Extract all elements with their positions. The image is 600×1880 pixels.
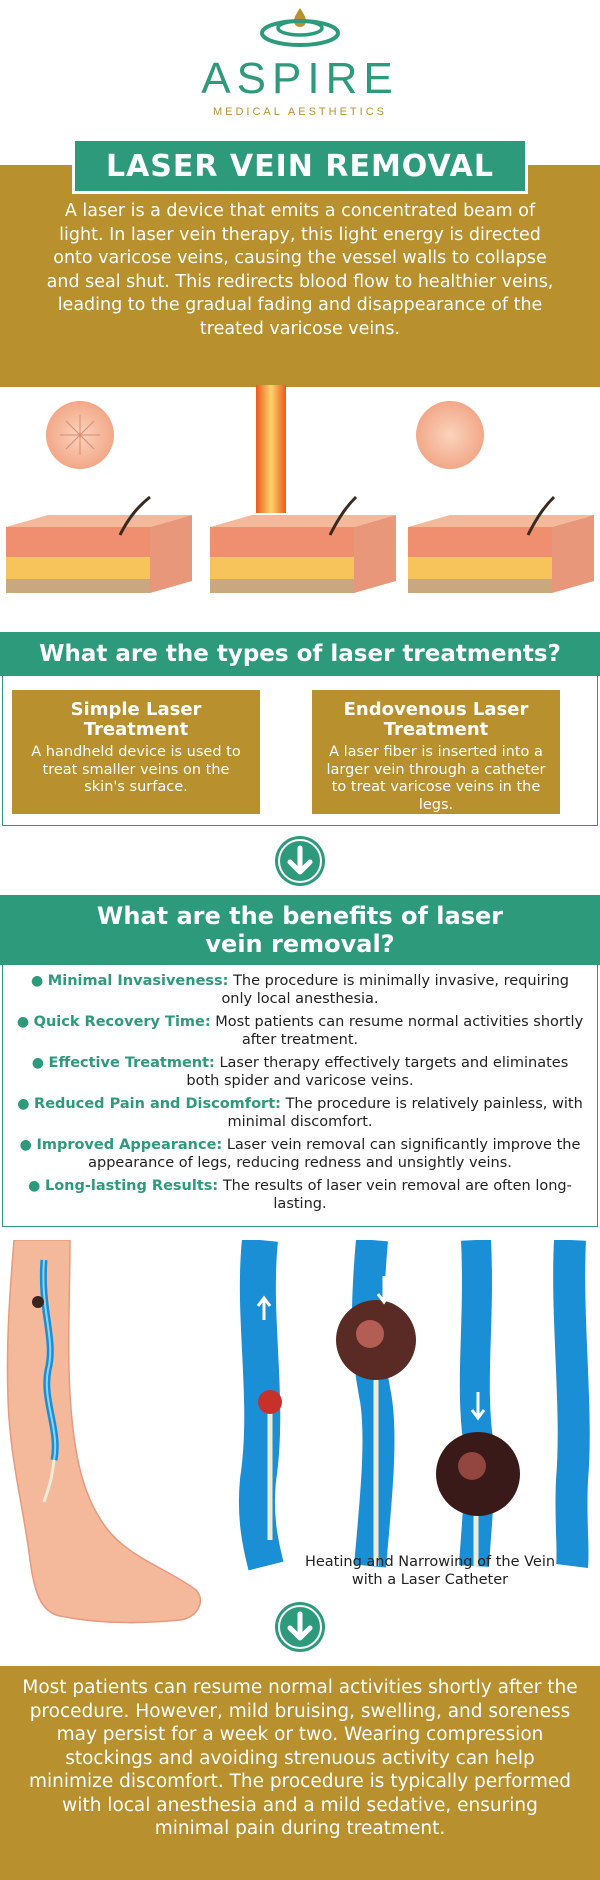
- skin-block-during: [210, 495, 396, 593]
- benefit-title: Effective Treatment:: [48, 1055, 215, 1071]
- benefit-title: Minimal Invasiveness:: [47, 973, 229, 989]
- brand-tagline: MEDICAL AESTHETICS: [212, 106, 387, 118]
- bullet-icon: ●: [30, 973, 44, 989]
- benefit-text: The procedure is minimally invasive, req…: [221, 973, 570, 1007]
- down-arrow-icon: [275, 1602, 325, 1652]
- bullet-icon: ●: [28, 1178, 41, 1194]
- endovenous-laser-card: Endovenous Laser Treatment A laser fiber…: [312, 690, 560, 814]
- benefit-title: Quick Recovery Time:: [33, 1014, 211, 1030]
- logo-drop-icon: [260, 8, 340, 47]
- bullet-icon: ●: [19, 1137, 32, 1153]
- vein-caption-line2: with a Laser Catheter: [351, 1572, 509, 1588]
- vein-caption: Heating and Narrowing of the Vein with a…: [270, 1553, 590, 1589]
- benefit-text: Laser therapy effectively targets and el…: [186, 1055, 569, 1089]
- benefit-item: ● Long-lasting Results: The results of l…: [14, 1178, 586, 1213]
- outro-text: Most patients can resume normal activiti…: [22, 1677, 578, 1839]
- benefits-list: ● Minimal Invasiveness: The procedure is…: [14, 973, 586, 1219]
- outro-band: [0, 1666, 600, 1880]
- simple-laser-title: Simple Laser Treatment: [70, 699, 202, 740]
- benefit-text: Most patients can resume normal activiti…: [215, 1014, 584, 1048]
- simple-laser-card: Simple Laser Treatment A handheld device…: [12, 690, 260, 814]
- skin-treatment-illustration: [6, 385, 594, 593]
- benefits-heading-line2: vein removal?: [205, 930, 395, 958]
- benefits-heading: What are the benefits of laser vein remo…: [0, 895, 600, 965]
- benefit-title: Reduced Pain and Discomfort:: [34, 1096, 281, 1112]
- types-heading: What are the types of laser treatments?: [0, 632, 600, 676]
- benefit-title: Improved Appearance:: [36, 1137, 223, 1153]
- endovenous-laser-text: A laser fiber is inserted into a larger …: [326, 744, 546, 813]
- simple-laser-text: A handheld device is used to treat small…: [31, 744, 241, 795]
- vein-diagram: [238, 1240, 590, 1571]
- down-arrow-icon: [275, 836, 325, 886]
- intro-band: [0, 165, 600, 387]
- bullet-icon: ●: [16, 1014, 30, 1030]
- benefit-item: ● Reduced Pain and Discomfort: The proce…: [14, 1096, 586, 1131]
- page-title: LASER VEIN REMOVAL: [105, 148, 495, 184]
- benefit-item: ● Quick Recovery Time: Most patients can…: [14, 1014, 586, 1049]
- leg-illustration: [6, 1240, 201, 1624]
- benefit-text: Laser vein removal can significantly imp…: [88, 1137, 581, 1171]
- bullet-icon: ●: [31, 1055, 44, 1071]
- benefit-title: Long-lasting Results:: [44, 1178, 219, 1194]
- benefit-text: The procedure is relatively painless, wi…: [227, 1096, 583, 1130]
- bullet-icon: ●: [17, 1096, 30, 1112]
- benefit-item: ● Minimal Invasiveness: The procedure is…: [14, 973, 586, 1008]
- benefits-heading-line1: What are the benefits of laser: [96, 902, 504, 930]
- brand-name: ASPIRE: [201, 54, 399, 103]
- endovenous-laser-title: Endovenous Laser Treatment: [343, 699, 529, 740]
- vein-caption-line1: Heating and Narrowing of the Vein: [304, 1554, 556, 1570]
- leg-vein-illustration: [6, 1240, 590, 1624]
- page-title-box: LASER VEIN REMOVAL: [72, 138, 528, 194]
- benefit-text: The results of laser vein removal are of…: [222, 1178, 572, 1212]
- intro-text: A laser is a device that emits a concent…: [46, 201, 554, 339]
- skin-block-before: [6, 495, 192, 593]
- benefit-item: ● Improved Appearance: Laser vein remova…: [14, 1137, 586, 1172]
- brand-logo: ASPIRE MEDICAL AESTHETICS: [0, 0, 600, 130]
- skin-block-after: [408, 495, 594, 593]
- benefit-item: ● Effective Treatment: Laser therapy eff…: [14, 1055, 586, 1090]
